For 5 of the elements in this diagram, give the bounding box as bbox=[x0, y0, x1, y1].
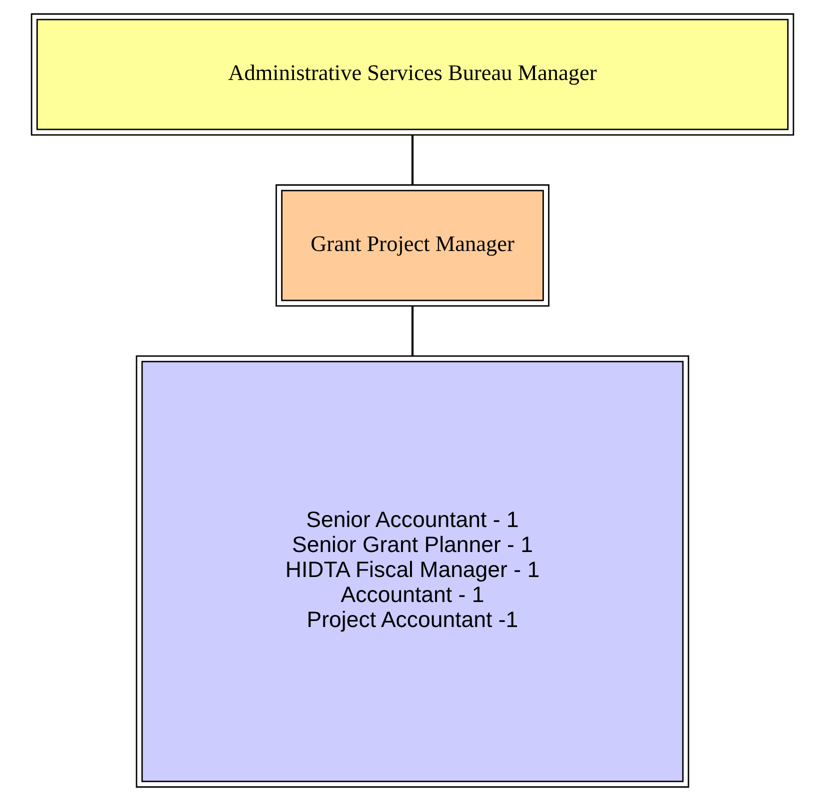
node-box: Grant Project Manager bbox=[276, 184, 550, 307]
node-box: Senior Accountant - 1 Senior Grant Planner - 1 HIDTA Fiscal Manager - 1 Accountant - 1 Project Accountant -1 bbox=[136, 355, 690, 788]
connector bbox=[411, 306, 414, 356]
node-box: Administrative Services Bureau Manager bbox=[30, 13, 794, 136]
connector bbox=[411, 135, 414, 185]
